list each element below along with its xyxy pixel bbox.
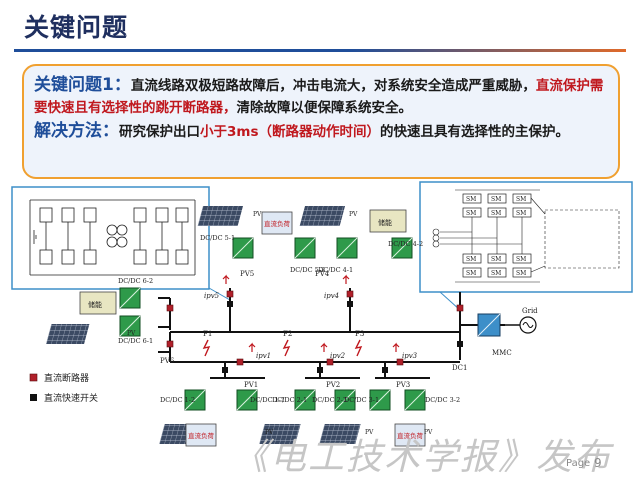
node-label-pv4: PV4 <box>315 270 330 278</box>
dc-load-label: 直流负荷 <box>264 219 291 228</box>
node-label-mmc: MMC <box>492 349 512 357</box>
converter-label-2-2: DC/DC 2-2 <box>312 396 347 404</box>
legend-fast-switch-label: 直流快速开关 <box>44 392 98 404</box>
storage-label: 储能 <box>88 300 102 309</box>
node-label-pv5: PV5 <box>240 270 254 278</box>
converter-topology-inset <box>11 186 210 290</box>
node-label-pv6: PV6 <box>160 357 175 365</box>
converter-label-3-2: DC/DC 3-2 <box>425 396 460 404</box>
sm-label: SM <box>466 196 476 203</box>
converter-label-1-1: DC/DC 1-1 <box>250 396 285 404</box>
dc-load-icon <box>185 211 426 447</box>
sm-label: SM <box>491 196 501 203</box>
dc-load-label: 直流负荷 <box>397 431 424 440</box>
pv-label: PV <box>265 429 274 436</box>
node-label-dc1: DC1 <box>452 364 467 372</box>
legend-breaker-swatch <box>29 373 38 382</box>
page-title: 关键问题 <box>24 13 129 42</box>
solution-paragraph: 解决方法：研究保护出口小于3ms（断路器动作时间）的快速且具有选择性的主保护。 <box>34 120 614 143</box>
sm-label: SM <box>491 210 501 217</box>
sm-label: SM <box>491 256 501 263</box>
converter-topology-schematic <box>29 199 196 276</box>
node-label-pv3: PV3 <box>396 381 410 389</box>
converter-label-4-2: DC/DC 4-2 <box>388 240 423 248</box>
problem-paragraph: 关键问题1：直流线路双极短路故障后，冲击电流大，对系统安全造成严重威胁，直流保护… <box>34 74 614 119</box>
page-label: Page <box>566 458 591 469</box>
problem-text-red: 直流保护需要快速且有选择性的跳开断路器， <box>34 78 604 116</box>
legend: 直流断路器 直流快速开关 <box>29 372 98 404</box>
converter-label-3-1: DC/DC 3-1 <box>344 396 379 404</box>
solution-text-a: 研究保护出口 <box>119 124 200 140</box>
converter-label-4-1: DC/DC 4-1 <box>318 266 353 274</box>
node-label-grid: Grid <box>522 307 538 315</box>
mmc-converter-icon <box>477 313 501 337</box>
page-number: 9 <box>594 456 602 470</box>
solution-text-red: 小于3ms（断路器动作时间） <box>200 124 380 140</box>
legend-fast-switch-swatch <box>30 394 37 401</box>
pv-label: PV <box>365 429 374 436</box>
key-problem-callout: 关键问题1：直流线路双极短路故障后，冲击电流大，对系统安全造成严重威胁，直流保护… <box>22 64 620 179</box>
converter-label-1-2: DC/DC 1-2 <box>160 396 195 404</box>
journal-watermark: 《电工技术学报》发布 <box>232 437 613 478</box>
sm-label: SM <box>516 256 526 263</box>
sm-label: SM <box>516 270 526 277</box>
sm-label: SM <box>466 256 476 263</box>
storage-label: 储能 <box>378 218 392 227</box>
problem-label: 关键问题1： <box>34 75 131 95</box>
converter-label-2-1: DC/DC 2-1 <box>272 396 307 404</box>
sm-label: SM <box>516 210 526 217</box>
pv-label: PV <box>349 211 358 218</box>
problem-text-a: 直流线路双极短路故障后，冲击电流大，对系统安全造成严重威胁， <box>130 78 536 94</box>
current-label-ipv1: ipv1 <box>256 352 271 360</box>
fault-lightning-icon <box>202 339 363 357</box>
legend-breaker-label: 直流断路器 <box>44 372 89 384</box>
current-label-ipv3: ipv3 <box>402 352 418 360</box>
dc-microgrid-diagram: SM SM SM SM SM SM SM SM SM SM SM SM <box>11 181 633 447</box>
pv-label: PV <box>127 330 136 337</box>
storage-icon <box>79 209 407 315</box>
current-label-ipv4: ipv4 <box>324 292 339 300</box>
problem-text-b: 清除故障以便保障系统安全。 <box>236 100 413 116</box>
fault-label-f3: F3 <box>355 330 364 338</box>
node-label-pv2: PV2 <box>326 381 340 389</box>
grid-source-icon <box>500 316 537 334</box>
pv-label: PV <box>253 211 262 218</box>
mmc-submodule-grid: SM SM SM SM SM SM SM SM SM SM SM SM <box>432 189 620 283</box>
fault-label-f2: F2 <box>283 330 292 338</box>
solution-text-b: 的快速且具有选择性的主保护。 <box>380 124 569 140</box>
node-label-pv1: PV1 <box>244 381 258 389</box>
title-divider <box>14 49 626 52</box>
current-label-ipv5: ipv5 <box>204 292 220 300</box>
converter-label-5-1: DC/DC 5-1 <box>200 234 235 242</box>
sm-label: SM <box>516 196 526 203</box>
solution-label: 解决方法： <box>34 121 119 141</box>
sm-label: SM <box>466 270 476 277</box>
converter-label-6-1: DC/DC 6-1 <box>118 337 153 345</box>
sm-label: SM <box>466 210 476 217</box>
current-label-ipv2: ipv2 <box>330 352 346 360</box>
converter-label-5-2: DC/DC 5-2 <box>290 266 325 274</box>
converter-label-6-2: DC/DC 6-2 <box>118 277 153 285</box>
dc-load-label: 直流负荷 <box>188 431 215 440</box>
sm-label: SM <box>491 270 501 277</box>
fault-label-f1: F1 <box>203 330 212 338</box>
pv-label: PV <box>424 429 433 436</box>
